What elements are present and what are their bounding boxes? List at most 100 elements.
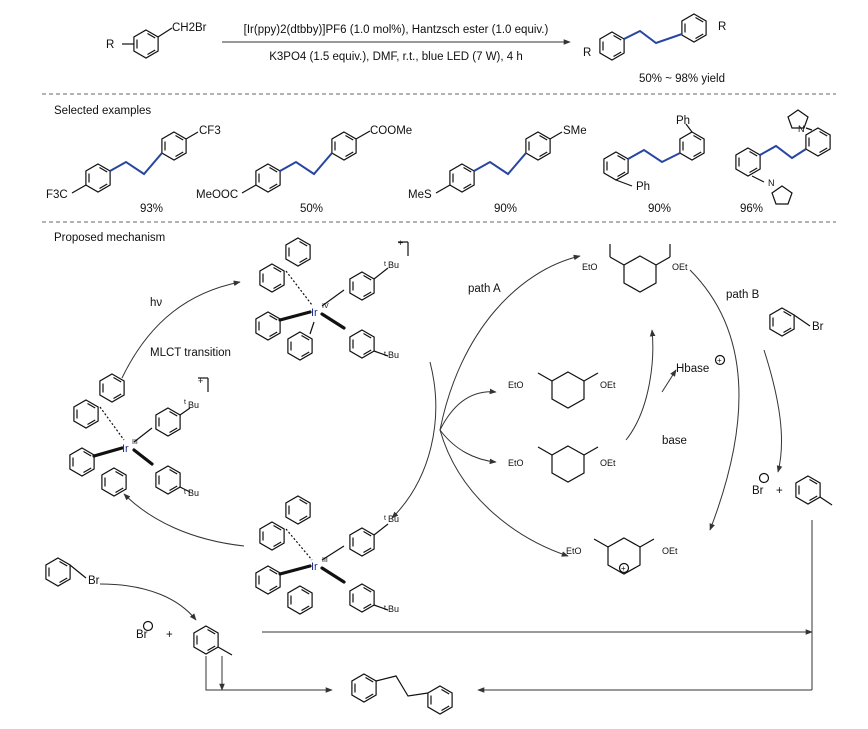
pyridinium-charge: +: [621, 564, 626, 573]
path-b-br: Br: [812, 321, 824, 333]
tbu-2-prefix: t: [384, 351, 386, 358]
example-5-structure: [735, 109, 831, 205]
conditions-line-2: K3PO4 (1.5 equiv.), DMF, r.t., blue LED …: [269, 51, 523, 63]
arrow-base: [625, 329, 656, 441]
ir-iii-center: Ir: [311, 561, 318, 573]
label-hv: hν: [150, 297, 162, 309]
pyridinium: [593, 537, 655, 575]
example-2-coome: COOMe: [370, 125, 412, 137]
tbu-6-prefix: t: [384, 605, 386, 612]
tbu-5: Bu: [388, 514, 399, 524]
example-2-yield: 50%: [300, 203, 323, 215]
example-4-ph-bottom: Ph: [636, 181, 650, 193]
tbu-3-prefix: t: [184, 399, 186, 406]
br-minus-right: Br: [752, 485, 764, 497]
label-mlct: MLCT transition: [150, 347, 231, 359]
reactant-ch2br: CH2Br: [172, 22, 207, 34]
example-3-structure: [435, 131, 563, 194]
ir-iii-excited-complex: [69, 373, 209, 497]
he-radical-eto: EtO: [508, 458, 524, 468]
he-top-eto: EtO: [582, 262, 598, 272]
left-benzyl-bromide: [45, 557, 87, 587]
ir-iii-star-charge: +: [198, 376, 203, 386]
ir-iv-oxidation: IV: [322, 303, 329, 310]
mechanism-title: Proposed mechanism: [54, 232, 165, 244]
arrow-to-pyridinium: [439, 429, 569, 557]
example-3-yield: 90%: [494, 203, 517, 215]
ir-iii-complex: [255, 495, 389, 615]
arrow-ir-iii-to-excited: [123, 493, 245, 547]
reactant-benzyl-bromide: [122, 27, 173, 59]
arrow-path-b-down: [763, 349, 783, 473]
ir-iii-star-oxidation: III: [132, 439, 138, 446]
label-path-b: path B: [726, 289, 760, 301]
plus-right: +: [776, 485, 783, 497]
example-2-structure: [241, 130, 371, 194]
he-anion-eto: EtO: [508, 380, 524, 390]
example-3-mes: MeS: [408, 189, 432, 201]
tbu-1: Bu: [388, 260, 399, 270]
ir-iv-charge: +: [398, 238, 403, 248]
plus-left: +: [166, 629, 173, 641]
path-b-benzyl-bromide: [769, 307, 811, 337]
arrow-to-he-anion: [439, 388, 497, 431]
he-anion: [537, 371, 599, 409]
ir-iv-complex: [255, 237, 409, 361]
tbu-1-prefix: t: [384, 261, 386, 268]
example-1-yield: 93%: [140, 203, 163, 215]
arrow-hv: [121, 280, 241, 379]
hbase-charge-circle: [714, 354, 726, 366]
example-4-ph-top: Ph: [676, 115, 690, 127]
reactant-substituent: R: [106, 39, 114, 51]
label-hbase: Hbase: [676, 363, 709, 375]
ir-iii-star-center: Ir: [122, 443, 129, 455]
he-radical-cation: [537, 445, 599, 483]
arrow-hbase: [661, 369, 677, 393]
example-5-n-top: N: [798, 124, 805, 134]
tbu-4-prefix: t: [184, 489, 186, 496]
final-bibenzyl: [351, 673, 453, 715]
pyridinium-oet: OEt: [662, 546, 678, 556]
ir-iii-oxidation: III: [322, 557, 328, 564]
pyridinium-eto: EtO: [566, 546, 582, 556]
product-bibenzyl: [599, 13, 707, 61]
label-path-a: path A: [468, 283, 501, 295]
tbu-5-prefix: t: [384, 515, 386, 522]
tbu-4: Bu: [188, 488, 199, 498]
benzyl-radical-left: [193, 625, 219, 655]
arrow-to-he-radical: [439, 429, 497, 465]
ir-iv-center: Ir: [311, 307, 318, 319]
arrow-path-b: [689, 269, 740, 531]
example-1-cf3: CF3: [199, 125, 221, 137]
arrow-path-a: [439, 254, 581, 431]
br-minus-right-circle: [758, 472, 770, 484]
arrow-left-to-product: [205, 656, 333, 693]
left-br: Br: [88, 575, 100, 587]
example-5-yield: 96%: [740, 203, 763, 215]
hbase-charge: +: [717, 356, 722, 365]
conditions-line-1: [Ir(ppy)2(dtbby)]PF6 (1.0 mol%), Hantzsc…: [244, 24, 549, 36]
product-substituent-left: R: [583, 47, 591, 59]
label-base: base: [662, 435, 687, 447]
he-anion-oet: OEt: [600, 380, 616, 390]
he-radical-oet: OEt: [600, 458, 616, 468]
arrow-left-bromide: [99, 583, 197, 621]
br-minus-left: Br: [136, 629, 148, 641]
example-1-structure: [71, 131, 199, 194]
hantzsch-ester-top: [609, 244, 671, 293]
benzyl-radical-right: [795, 475, 821, 505]
examples-title: Selected examples: [54, 105, 151, 117]
example-3-sme: SMe: [563, 125, 587, 137]
tbu-6: Bu: [388, 604, 399, 614]
br-minus-left-circle: [142, 620, 154, 632]
yield-range: 50% ~ 98% yield: [639, 73, 725, 85]
arrow-ir-iv-to-ir-iii: [391, 361, 437, 519]
tbu-3: Bu: [188, 400, 199, 410]
product-substituent-right: R: [718, 21, 726, 33]
example-1-f3c: F3C: [46, 189, 68, 201]
tbu-2: Bu: [388, 350, 399, 360]
example-5-n-bottom: N: [768, 178, 775, 188]
example-4-yield: 90%: [648, 203, 671, 215]
example-2-meooc: MeOOC: [196, 189, 238, 201]
